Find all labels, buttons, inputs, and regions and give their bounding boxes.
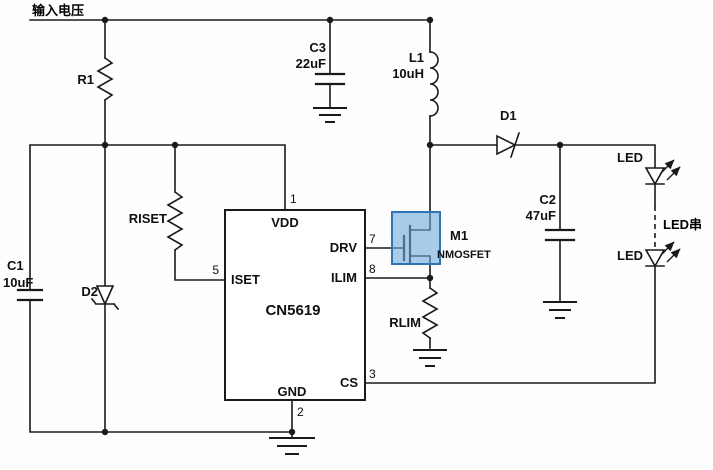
c2-ref-label: C2 [539, 192, 556, 207]
ic-pin-cs-label: CS [340, 375, 358, 390]
junction-dots [101, 16, 564, 436]
capacitor-c2 [544, 228, 576, 242]
led2-ref-label: LED [617, 248, 643, 263]
capacitor-c1 [16, 288, 44, 302]
ic-pin-iset-number: 5 [212, 263, 219, 277]
riset-ref-label: RISET [129, 211, 167, 226]
c3-value-label: 22uF [296, 56, 326, 71]
ic-pin-drv-label: DRV [330, 240, 358, 255]
resistor-riset [166, 190, 184, 252]
wires [29, 19, 656, 438]
ic-pin-drv-number: 7 [369, 232, 376, 246]
ic-cn5619-body [224, 209, 366, 401]
resistor-rlim [421, 286, 439, 349]
c2-value-label: 47uF [526, 208, 556, 223]
led-string-label: LED串 [663, 217, 702, 232]
ic-pin-ilim-label: ILIM [331, 270, 357, 285]
capacitor-c3 [314, 72, 346, 86]
ic-pin-vdd-number: 1 [290, 192, 297, 206]
l1-value-label: 10uH [392, 66, 424, 81]
l1-ref-label: L1 [409, 50, 424, 65]
ground-symbol-rlim [413, 349, 447, 367]
ic-pin-iset-label: ISET [231, 272, 260, 287]
zener-diode-d2 [90, 285, 120, 311]
c3-ref-label: C3 [309, 40, 326, 55]
rlim-ref-label: RLIM [389, 315, 421, 330]
led-1 [644, 159, 681, 186]
mosfet-highlight-overlay [391, 211, 441, 265]
ground-symbol-c2 [543, 301, 577, 319]
r1-ref-label: R1 [77, 72, 94, 87]
inductor-l1 [429, 51, 439, 117]
c1-value-label: 10uF [3, 275, 33, 290]
m1-type-label: NMOSFET [437, 249, 491, 261]
led-2 [644, 241, 681, 268]
d1-ref-label: D1 [500, 108, 517, 123]
m1-ref-label: M1 [450, 228, 468, 243]
ic-pin-vdd-label: VDD [271, 215, 298, 230]
ic-pin-ilim-number: 8 [369, 262, 376, 276]
d2-ref-label: D2 [81, 284, 98, 299]
c1-ref-label: C1 [7, 258, 24, 273]
ic-name-label: CN5619 [265, 302, 320, 319]
ic-pin-cs-number: 3 [369, 367, 376, 381]
input-voltage-label: 输入电压 [32, 3, 84, 18]
resistor-r1 [96, 56, 114, 102]
ic-pin-gnd-number: 2 [297, 405, 304, 419]
led1-ref-label: LED [617, 150, 643, 165]
ground-symbol-main [269, 437, 315, 455]
diode-d1 [496, 131, 521, 159]
ic-pin-gnd-label: GND [278, 384, 307, 399]
ground-symbol-c3 [313, 107, 347, 123]
